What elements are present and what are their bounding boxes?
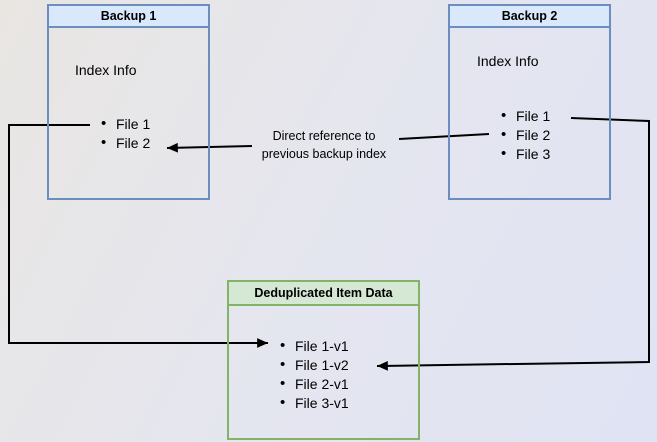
backup1-file-list: File 1File 2 <box>101 114 150 153</box>
backup1-box: Backup 1 Index Info File 1File 2 <box>47 4 210 200</box>
deduplicated-item-data-box: Deduplicated Item Data File 1-v1File 1-v… <box>227 280 420 440</box>
direct-reference-label-line1: Direct reference to <box>272 129 376 143</box>
file-list-item: File 1-v2 <box>280 355 349 375</box>
file-list-item: File 1-v1 <box>280 336 349 356</box>
backup2-file-list: File 1File 2File 3 <box>501 106 550 164</box>
dedup-header-title: Deduplicated Item Data <box>229 282 418 306</box>
backup2-header-title: Backup 2 <box>450 6 609 28</box>
dedup-file-list: File 1-v1File 1-v2File 2-v1File 3-v1 <box>280 336 349 413</box>
direct-reference-label-line2: previous backup index <box>261 147 387 161</box>
backup2-box: Backup 2 Index Info File 1File 2File 3 <box>448 4 611 200</box>
file-list-item: File 2-v1 <box>280 374 349 394</box>
backup1-index-info-label: Index Info <box>75 62 137 78</box>
file-list-item: File 2 <box>501 125 550 145</box>
file-list-item: File 3 <box>501 144 550 164</box>
backup2-index-info-label: Index Info <box>477 53 539 69</box>
file-list-item: File 1 <box>501 106 550 126</box>
backup1-header-title: Backup 1 <box>49 6 208 28</box>
file-list-item: File 3-v1 <box>280 393 349 413</box>
file-list-item: File 2 <box>101 133 150 153</box>
file-list-item: File 1 <box>101 114 150 134</box>
direct-reference-label: Direct reference to previous backup inde… <box>238 127 410 163</box>
